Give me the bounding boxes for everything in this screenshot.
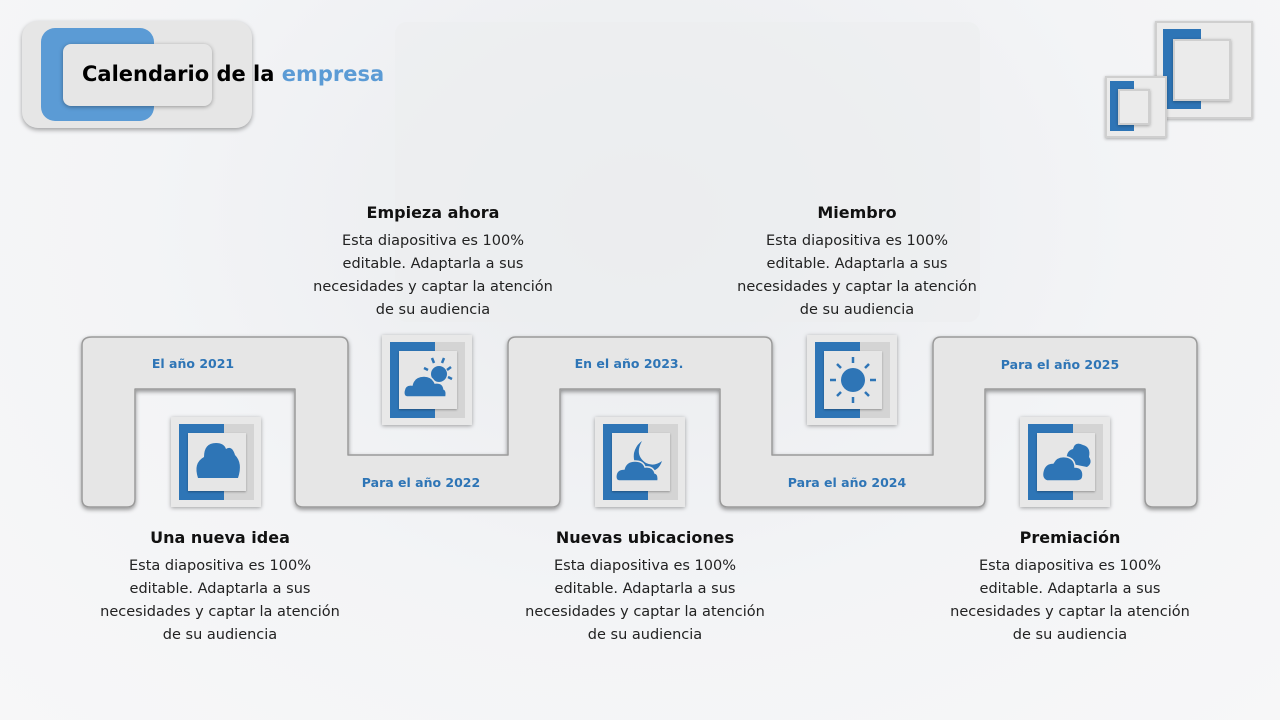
cloud-icon [196, 443, 240, 478]
milestone-icon-box [1020, 417, 1110, 507]
year-label: El año 2021 [151, 356, 235, 371]
partly-sunny-icon [403, 357, 453, 398]
milestone-title: Premiación [1019, 528, 1121, 547]
clouds-icon [1041, 443, 1091, 482]
title-main: Calendario de la [82, 62, 275, 86]
milestone-title: Una nueva idea [150, 528, 290, 547]
sun-icon [830, 357, 876, 403]
milestone-title: Empieza ahora [366, 203, 500, 222]
decor-square-small-inner [1118, 89, 1150, 125]
milestone-icon-box [382, 335, 472, 425]
milestone-text: Esta diapositiva es 100% editable. Adapt… [100, 558, 340, 643]
milestone-text: Esta diapositiva es 100% editable. Adapt… [313, 233, 553, 318]
milestone-icon-box [595, 417, 685, 507]
night-cloud-icon [615, 441, 662, 482]
year-label: En el año 2023. [574, 356, 684, 371]
background-laptop-image [395, 22, 980, 322]
year-label: Para el año 2025 [1000, 357, 1120, 372]
milestone-icon-box [171, 417, 261, 507]
decor-square-large-inner [1173, 39, 1231, 101]
milestone-icon-box [807, 335, 897, 425]
title-accent: empresa [281, 62, 385, 86]
page-title: Calendario de la empresa [82, 62, 384, 86]
milestone-text: Esta diapositiva es 100% editable. Adapt… [950, 558, 1190, 643]
year-label: Para el año 2022 [361, 475, 481, 490]
milestone-text: Esta diapositiva es 100% editable. Adapt… [525, 558, 765, 643]
title-inner-frame [63, 44, 212, 106]
milestone-title: Miembro [817, 203, 897, 222]
milestone-text: Esta diapositiva es 100% editable. Adapt… [737, 233, 977, 318]
year-label: Para el año 2024 [787, 475, 907, 490]
milestone-title: Nuevas ubicaciones [555, 528, 735, 547]
